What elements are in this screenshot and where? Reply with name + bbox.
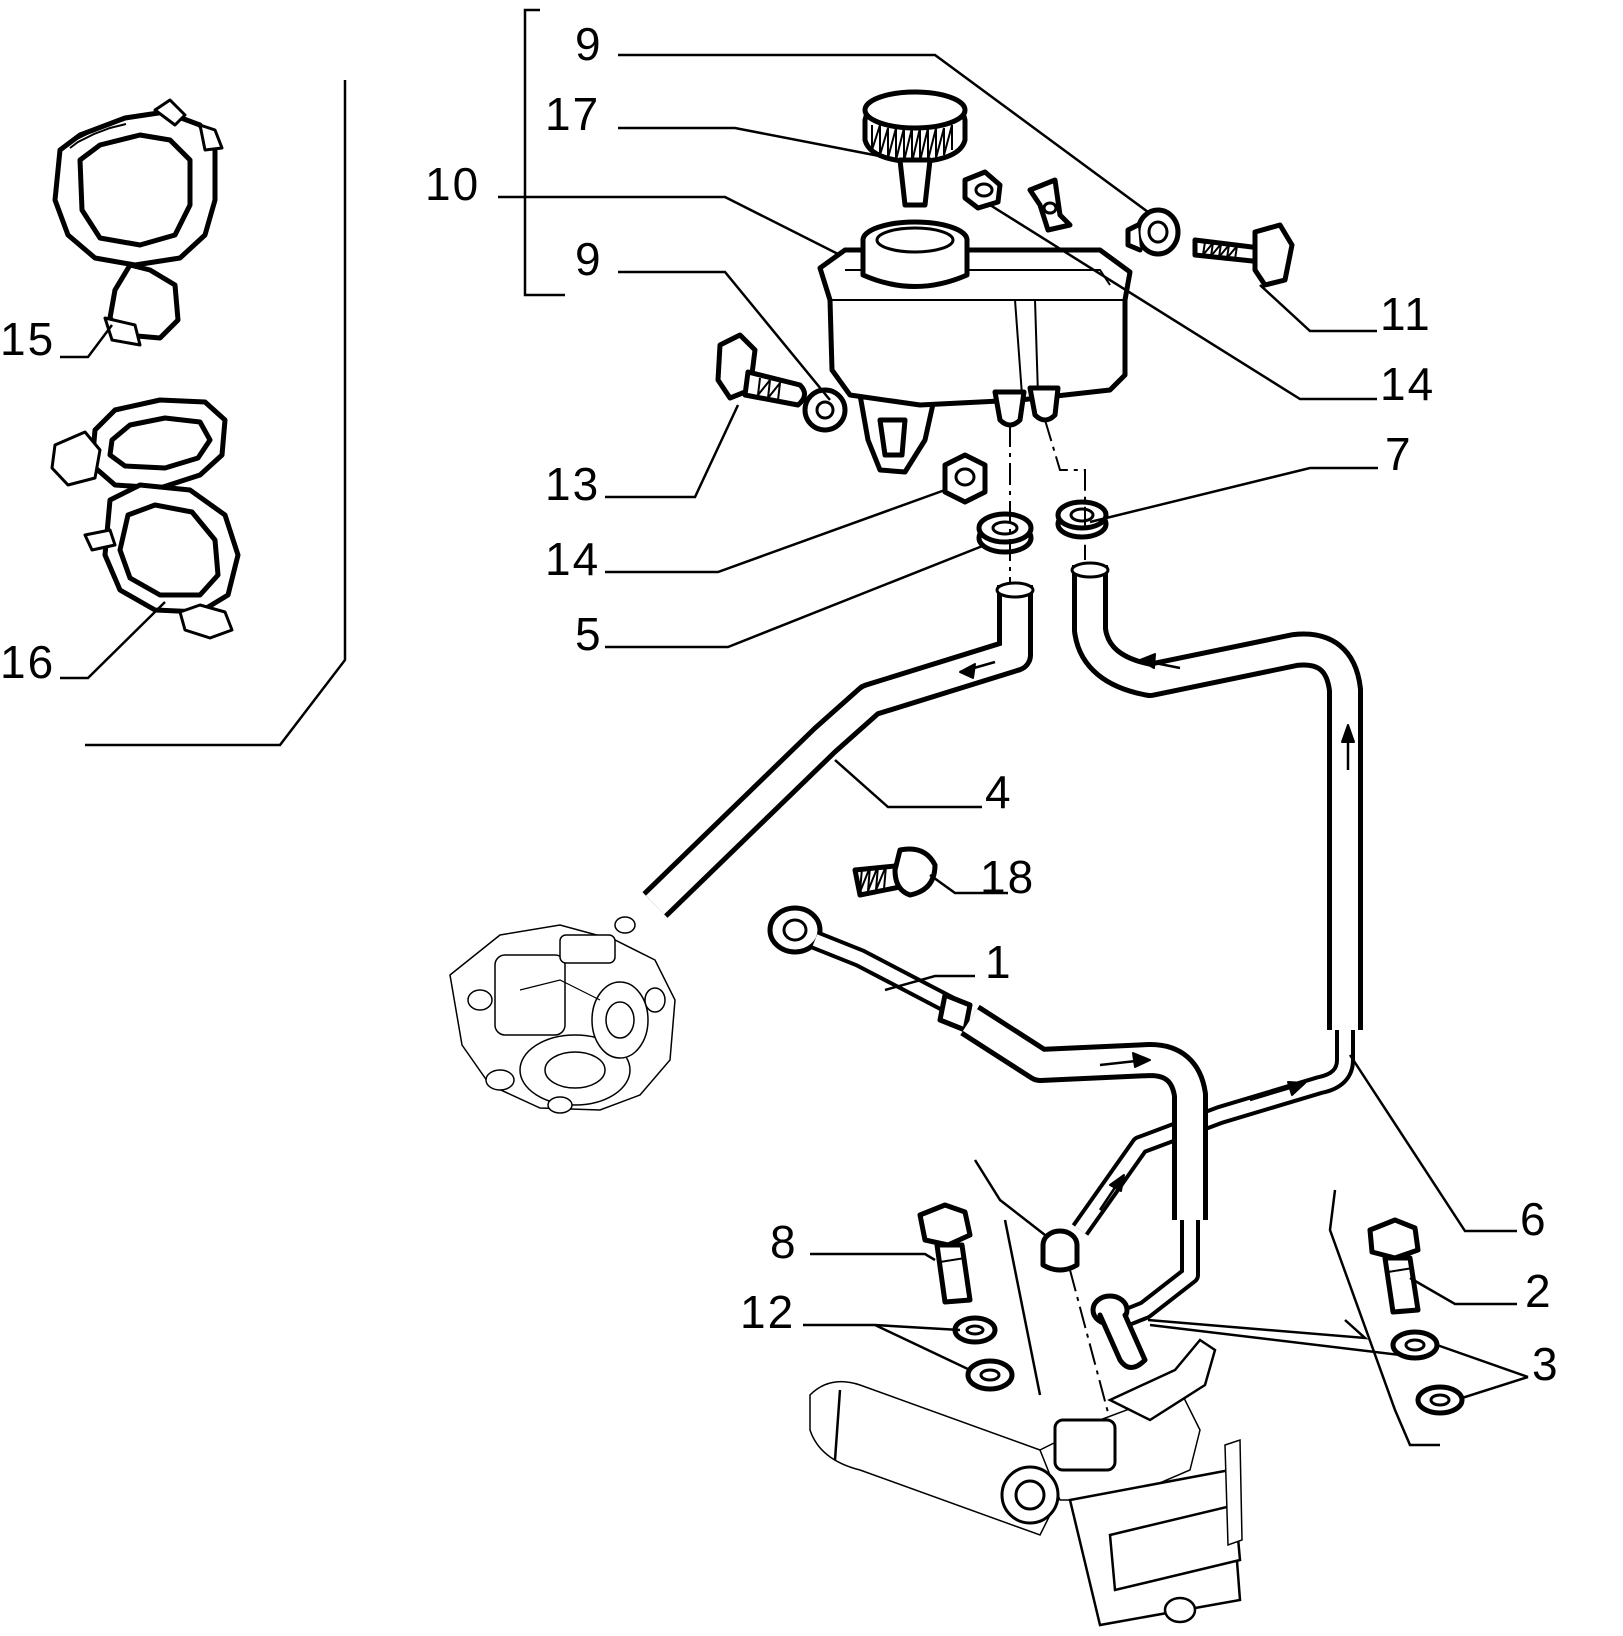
steering-rack	[809, 1338, 1243, 1627]
callout-14-left: 14	[545, 533, 600, 585]
part-5-hose-clamp	[976, 511, 1034, 555]
callout-15: 15	[0, 313, 55, 365]
part-13-bolt	[715, 332, 807, 408]
part-14-nut-lower	[942, 452, 988, 505]
part-12-washers	[952, 1315, 1015, 1392]
callout-17: 17	[545, 88, 600, 140]
callout-9-mid: 9	[575, 233, 603, 285]
part-6-supply-hose	[1070, 561, 1363, 1236]
assembly-bracket-lines	[523, 8, 1440, 1447]
part-7-hose-clamp	[1055, 499, 1109, 540]
part-1-pressure-pipe	[767, 905, 1208, 1330]
power-steering-pump	[449, 916, 676, 1114]
part-4-return-hose	[642, 581, 1035, 918]
callout-4: 4	[985, 766, 1013, 818]
part-9-grommet-lower	[802, 387, 848, 433]
callout-13: 13	[545, 458, 600, 510]
part-2-bolt	[1367, 1217, 1421, 1315]
callout-6: 6	[1520, 1193, 1548, 1245]
callout-8: 8	[770, 1216, 798, 1268]
callout-16: 16	[0, 636, 55, 688]
callout-5: 5	[575, 608, 603, 660]
part-18-banjo-bolt	[852, 846, 938, 898]
callout-11: 11	[1380, 288, 1432, 340]
part-15-hose-clip	[52, 98, 224, 347]
part-16-double-hose-clip	[50, 397, 241, 640]
part-8-bolt	[917, 1202, 973, 1305]
callout-9-top: 9	[575, 18, 603, 70]
banjo-fittings	[1040, 1228, 1148, 1370]
callout-1: 1	[985, 936, 1013, 988]
callout-numbers: 9 17 10 9 11 14 7 13 14 5 15 16 4 18 1 6…	[0, 18, 1560, 1390]
callout-12: 12	[740, 1286, 795, 1338]
part-3-washers	[1390, 1329, 1465, 1416]
callout-14-right: 14	[1380, 358, 1435, 410]
part-10-reservoir	[817, 177, 1133, 475]
alignment-lines	[1009, 419, 1111, 1421]
callout-18: 18	[980, 851, 1035, 903]
callout-2: 2	[1525, 1265, 1553, 1317]
callout-3: 3	[1532, 1338, 1560, 1390]
part-14-nut-upper	[962, 169, 1003, 211]
part-9-grommet-upper	[1125, 207, 1181, 257]
leader-lines	[60, 53, 1529, 1400]
clip-inset-frame	[85, 80, 347, 747]
callout-7: 7	[1385, 428, 1413, 480]
part-11-bolt	[1192, 222, 1295, 288]
part-17-reservoir-cap	[862, 89, 968, 208]
callout-10: 10	[425, 158, 480, 210]
